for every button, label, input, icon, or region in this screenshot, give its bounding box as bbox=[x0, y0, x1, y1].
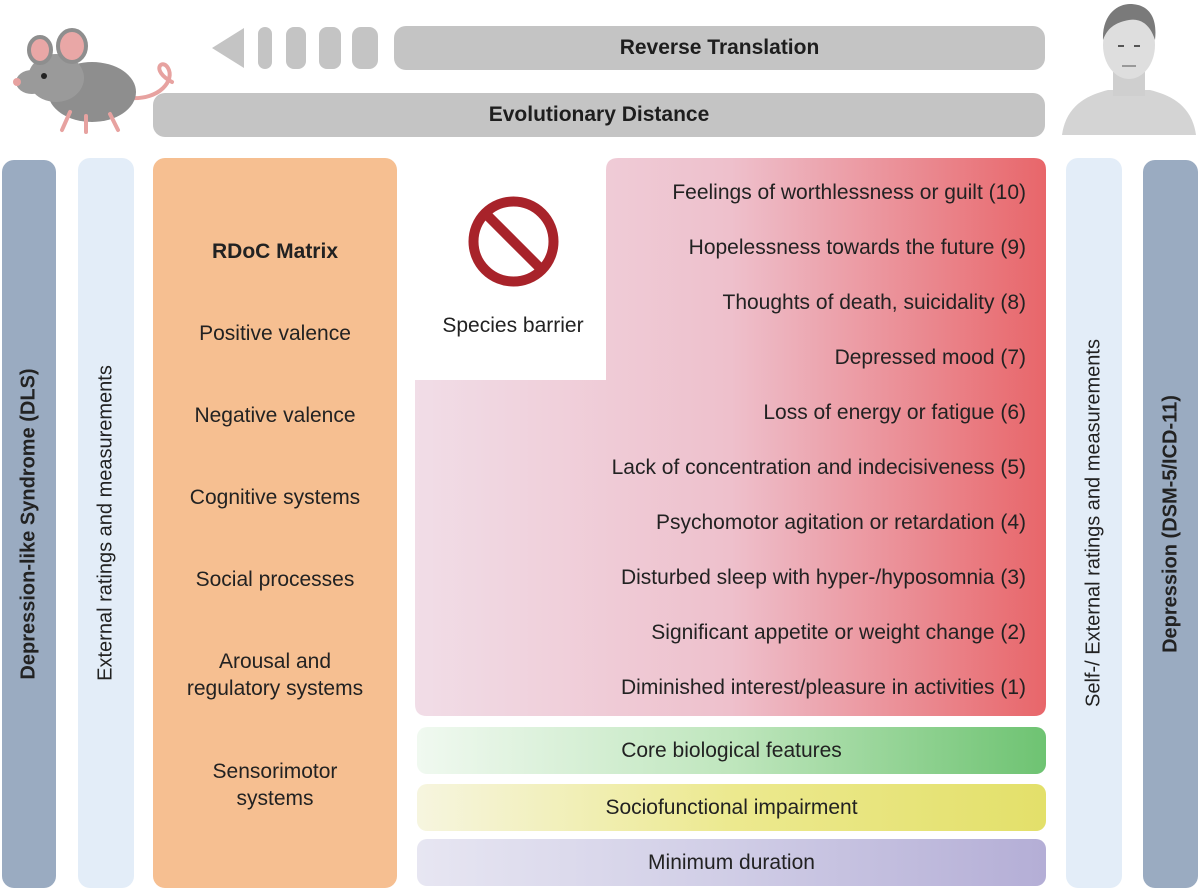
evolutionary-distance-bar: Evolutionary Distance bbox=[153, 93, 1045, 137]
symptom-9: Hopelessness towards the future (9) bbox=[688, 236, 1026, 259]
rdoc-item-positive-valence: Positive valence bbox=[199, 322, 351, 345]
rdoc-item-cognitive-systems: Cognitive systems bbox=[189, 486, 361, 509]
reverse-arrow bbox=[212, 26, 382, 70]
rdoc-title: RDoC Matrix bbox=[211, 240, 338, 263]
symptom-10: Feelings of worthlessness or guilt (10) bbox=[672, 181, 1026, 204]
symptom-3: Disturbed sleep with hyper-/hyposomnia (… bbox=[620, 566, 1026, 589]
rdoc-item-sensorimotor: Sensorimotor systems bbox=[212, 760, 338, 810]
self-external-ratings-label: Self-/ External ratings and measurements bbox=[1082, 339, 1105, 707]
prohibition-icon bbox=[467, 195, 560, 288]
symptom-7: Depressed mood (7) bbox=[834, 346, 1026, 369]
rdoc-item-social-processes: Social processes bbox=[195, 568, 355, 591]
dls-column: Depression-like Syndrome (DLS) bbox=[2, 160, 56, 888]
symptom-2: Significant appetite or weight change (2… bbox=[651, 621, 1026, 644]
human-head-icon bbox=[1058, 0, 1200, 135]
symptom-5: Lack of concentration and indecisiveness… bbox=[611, 456, 1026, 479]
symptom-area: Feelings of worthlessness or guilt (10) … bbox=[415, 158, 1046, 716]
species-barrier-label: Species barrier bbox=[442, 314, 584, 337]
mouse-icon bbox=[0, 20, 190, 140]
symptom-1: Diminished interest/pleasure in activiti… bbox=[621, 676, 1026, 699]
dls-label: Depression-like Syndrome (DLS) bbox=[17, 368, 40, 680]
depression-column: Depression (DSM-5/ICD-11) bbox=[1143, 160, 1198, 888]
symptom-6: Loss of energy or fatigue (6) bbox=[763, 401, 1026, 424]
rdoc-item-arousal: Arousal and regulatory systems bbox=[186, 650, 364, 700]
rdoc-column: RDoC Matrix Positive valence Negative va… bbox=[153, 158, 397, 888]
external-ratings-label: External ratings and measurements bbox=[94, 365, 117, 681]
depression-label: Depression (DSM-5/ICD-11) bbox=[1159, 395, 1181, 653]
core-biological-features-bar: Core biological features bbox=[417, 727, 1046, 774]
symptom-8: Thoughts of death, suicidality (8) bbox=[722, 291, 1027, 314]
symptom-4: Psychomotor agitation or retardation (4) bbox=[655, 511, 1026, 534]
sociofunctional-impairment-bar: Sociofunctional impairment bbox=[417, 784, 1046, 831]
core-biological-features-label: Core biological features bbox=[621, 738, 842, 762]
sociofunctional-impairment-label: Sociofunctional impairment bbox=[605, 795, 858, 819]
minimum-duration-bar: Minimum duration bbox=[417, 839, 1046, 886]
minimum-duration-label: Minimum duration bbox=[648, 850, 815, 874]
reverse-translation-bar: Reverse Translation bbox=[394, 26, 1045, 70]
external-ratings-column: External ratings and measurements bbox=[78, 158, 134, 888]
rdoc-item-negative-valence: Negative valence bbox=[194, 404, 356, 427]
self-external-ratings-column: Self-/ External ratings and measurements bbox=[1066, 158, 1122, 888]
